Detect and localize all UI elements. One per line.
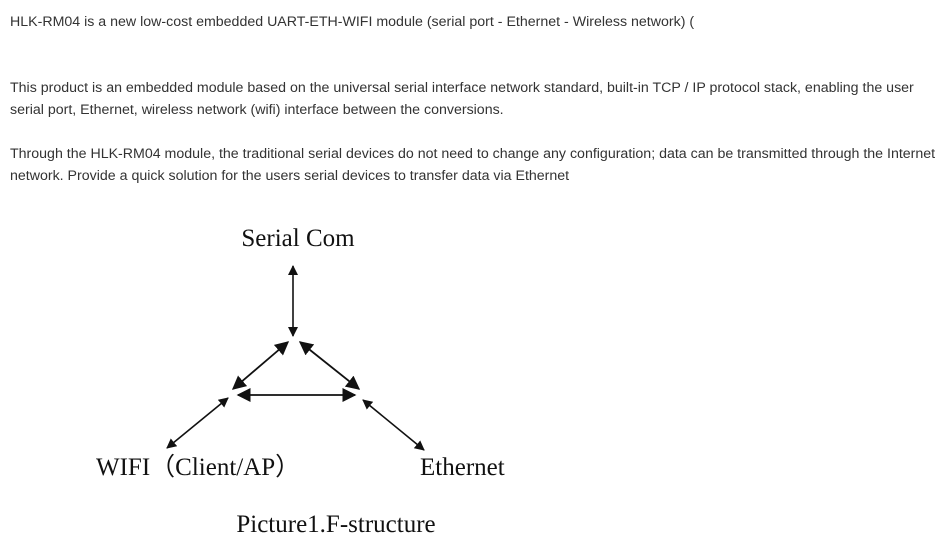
diagram-caption: Picture1.F-structure bbox=[236, 511, 435, 538]
intro-title-line: HLK-RM04 is a new low-cost embedded UART… bbox=[10, 14, 695, 30]
label-wifi: WIFI（Client/AP） bbox=[96, 453, 300, 481]
paragraph-product-description: This product is an embedded module based… bbox=[10, 80, 914, 118]
paragraph-usage-description: Through the HLK-RM04 module, the traditi… bbox=[10, 146, 936, 184]
arrow-right-vertex-to-ethernet bbox=[362, 399, 425, 451]
label-ethernet: Ethernet bbox=[420, 454, 505, 481]
label-serial-com: Serial Com bbox=[241, 225, 355, 252]
triangle-left-side bbox=[231, 341, 290, 390]
arrow-left-vertex-to-wifi bbox=[166, 397, 229, 449]
triangle-right-side bbox=[298, 341, 361, 390]
